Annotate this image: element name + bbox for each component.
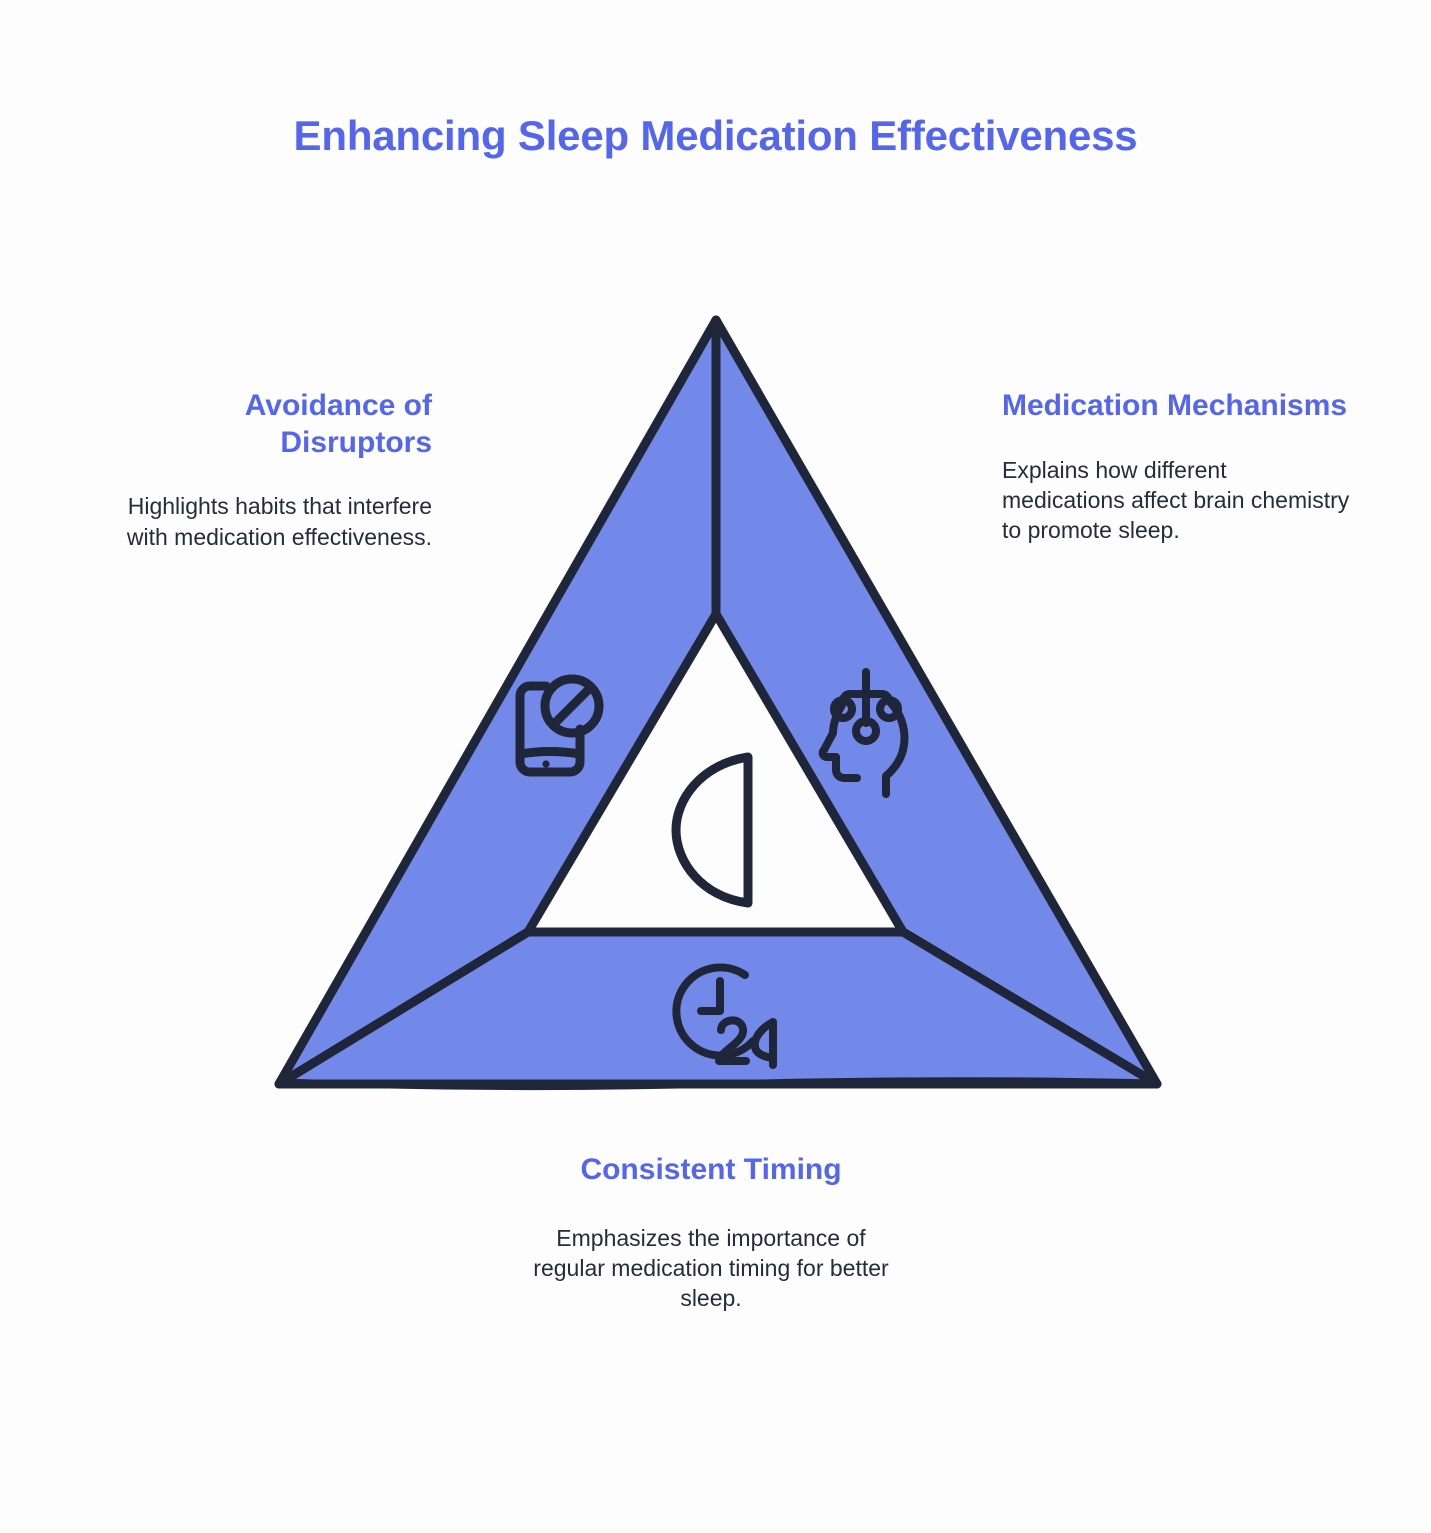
clock-24-icon xyxy=(672,963,777,1069)
segment-consistent-timing[interactable] xyxy=(274,927,1162,1089)
text-block-avoidance-of-disruptors: Avoidance of Disruptors Highlights habit… xyxy=(120,388,432,552)
segment-description-medication-mechanisms: Explains how different medications affec… xyxy=(1002,456,1350,544)
text-block-consistent-timing: Consistent Timing Emphasizes the importa… xyxy=(521,1152,901,1314)
bottom-edge-accent xyxy=(279,1077,1156,1091)
segment-heading-medication-mechanisms: Medication Mechanisms xyxy=(1002,389,1348,422)
segment-description-avoidance-of-disruptors: Highlights habits that interfere with me… xyxy=(126,493,432,550)
page-title: Enhancing Sleep Medication Effectiveness xyxy=(293,112,1138,159)
segment-heading-avoidance-of-disruptors: Avoidance of Disruptors xyxy=(244,389,432,459)
segment-description-consistent-timing: Emphasizes the importance of regular med… xyxy=(533,1224,889,1312)
phone-prohibited-icon xyxy=(515,674,604,777)
text-block-medication-mechanisms: Medication Mechanisms Explains how diffe… xyxy=(1002,388,1350,546)
crescent-moon-icon xyxy=(671,752,753,908)
brain-head-icon xyxy=(818,668,909,798)
segment-heading-consistent-timing: Consistent Timing xyxy=(580,1153,842,1186)
